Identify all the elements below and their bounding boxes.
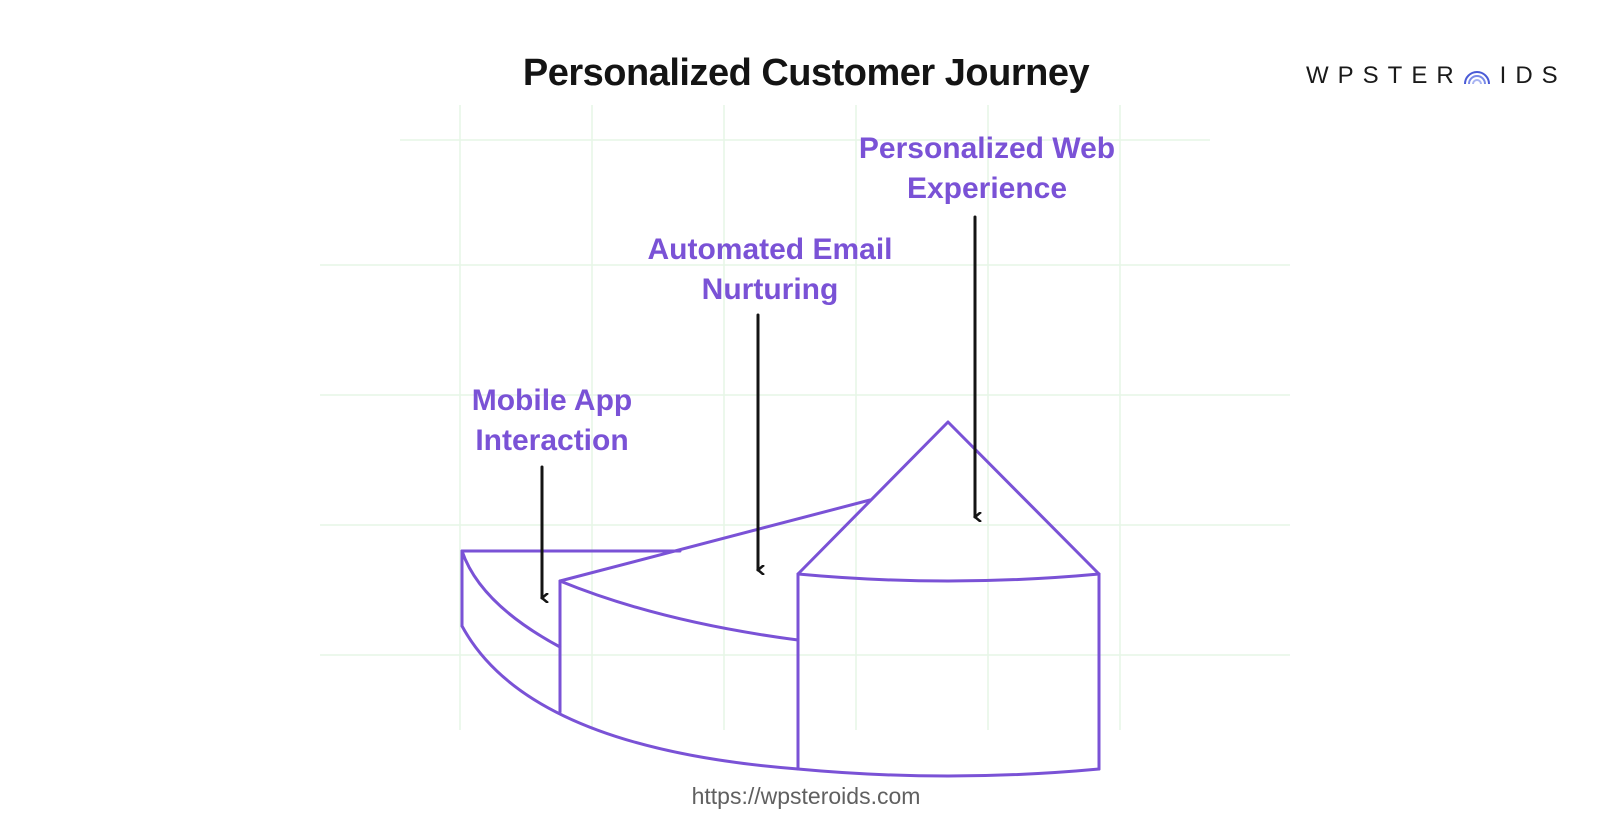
stage-label-line: Personalized Web xyxy=(858,132,1116,165)
segment-automated-email xyxy=(558,498,872,714)
stage-label-line: Automated Email xyxy=(647,233,893,266)
arc-o-icon xyxy=(1463,71,1490,85)
logo-text-prefix: WPSTER xyxy=(1306,62,1463,89)
base-outer-arc xyxy=(460,624,1101,778)
stage-label-automated-email: Automated Email Nurturing xyxy=(630,230,910,310)
logo-text-suffix: IDS xyxy=(1499,62,1567,89)
footer-url[interactable]: https://wpsteroids.com xyxy=(691,783,921,809)
segment-mobile-app xyxy=(460,549,682,649)
page-title: Personalized Customer Journey xyxy=(522,52,1090,94)
brand-logo: WPSTER IDS xyxy=(1306,62,1567,90)
stage-label-line: Experience xyxy=(906,172,1068,205)
stage-label-personalized-web: Personalized Web Experience xyxy=(842,129,1132,209)
stage-label-line: Mobile App xyxy=(471,384,633,417)
stage-label-line: Interaction xyxy=(475,424,629,457)
stage-label-mobile-app: Mobile App Interaction xyxy=(452,381,652,461)
segment-personalized-web xyxy=(796,420,1101,771)
stage-label-line: Nurturing xyxy=(701,273,839,306)
